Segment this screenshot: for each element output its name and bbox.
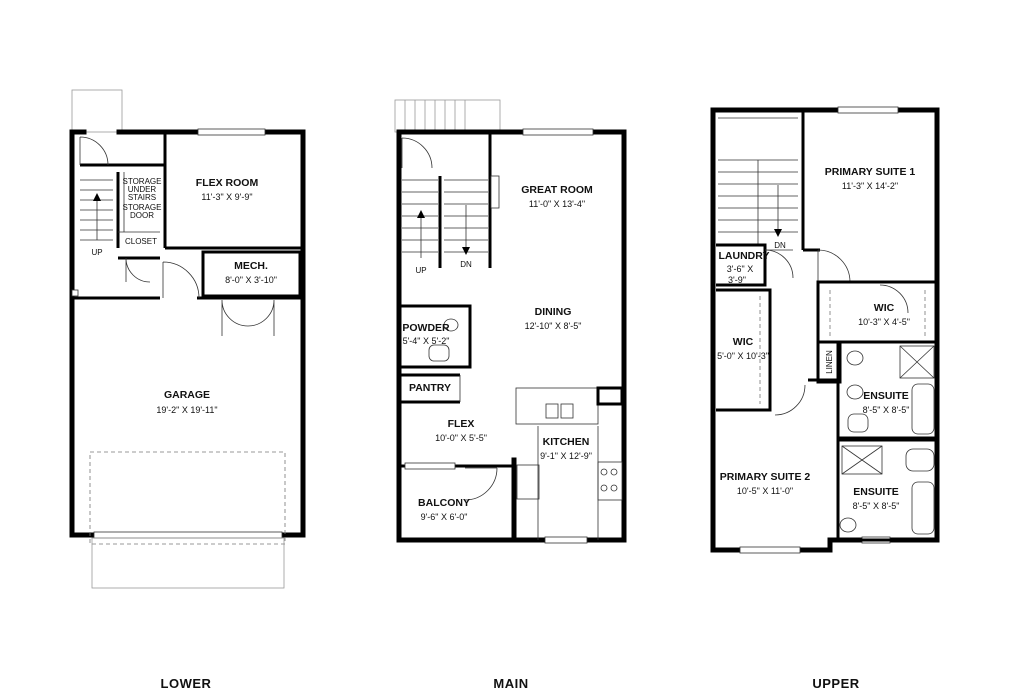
primary-suite-1-name: PRIMARY SUITE 1	[825, 166, 916, 178]
great-room-dim: 11'-0" X 13'-4"	[529, 199, 585, 209]
upper-stair-dn-label: DN	[774, 241, 786, 250]
lower-level-plan: FLEX ROOM 11'-3" X 9'-9" MECH. 8'-0" X 3…	[69, 89, 306, 691]
flex-room-dim: 11'-3" X 9'-9"	[201, 192, 252, 202]
mech-dim: 8'-0" X 3'-10"	[225, 275, 277, 285]
garage-dim: 19'-2" X 19'-11"	[156, 405, 217, 415]
laundry-name: LAUNDRY	[719, 250, 770, 262]
powder-name: POWDER	[402, 322, 450, 334]
main-stair-up-label: UP	[415, 266, 426, 275]
wic-1-name: WIC	[874, 302, 895, 314]
upper-level-title: UPPER	[812, 676, 859, 691]
main-stair-dn-label: DN	[460, 260, 472, 269]
storage-door-line2: DOOR	[130, 211, 154, 220]
storage-under-stairs-line3: STAIRS	[128, 193, 156, 202]
dining-dim: 12'-10" X 8'-5"	[525, 321, 582, 331]
wic-1-dim: 10'-3" X 4'-5"	[858, 317, 910, 327]
balcony-name: BALCONY	[418, 497, 470, 509]
kitchen-name: KITCHEN	[543, 436, 590, 448]
main-level-plan: GREAT ROOM 11'-0" X 13'-4" DINING 12'-10…	[394, 99, 627, 691]
garage-name: GARAGE	[164, 389, 210, 401]
pantry-label: PANTRY	[409, 382, 451, 394]
storage-under-stairs-line1: STORAGE	[123, 177, 162, 186]
mech-name: MECH.	[234, 260, 268, 272]
closet-label: CLOSET	[125, 237, 157, 246]
great-room-name: GREAT ROOM	[521, 184, 593, 196]
storage-door-line1: STORAGE	[123, 203, 162, 212]
powder-dim: 5'-4" X 5'-2"	[403, 336, 450, 346]
primary-suite-2-dim: 10'-5" X 11'-0"	[737, 486, 793, 496]
balcony-dim: 9'-6" X 6'-0"	[421, 512, 468, 522]
ensuite-2-dim: 8'-5" X 8'-5"	[853, 501, 900, 511]
main-level-title: MAIN	[493, 676, 528, 691]
ensuite-1-name: ENSUITE	[863, 390, 909, 402]
laundry-dim-1: 3'-6" X	[727, 264, 753, 274]
wic-2-dim: 5'-0" X 10'-3"	[717, 351, 769, 361]
primary-suite-1-dim: 11'-3" X 14'-2"	[842, 181, 898, 191]
kitchen-dim: 9'-1" X 12'-9"	[540, 451, 592, 461]
storage-under-stairs-line2: UNDER	[128, 185, 157, 194]
laundry-dim-2: 3'-9"	[728, 275, 746, 285]
lower-level-title: LOWER	[161, 676, 212, 691]
dining-name: DINING	[535, 306, 572, 318]
flex-room-name: FLEX ROOM	[196, 177, 259, 189]
flex-dim: 10'-0" X 5'-5"	[435, 433, 487, 443]
wic-2-name: WIC	[733, 336, 754, 348]
primary-suite-2-name: PRIMARY SUITE 2	[720, 471, 811, 483]
ensuite-1-dim: 8'-5" X 8'-5"	[863, 405, 910, 415]
linen-label: LINEN	[825, 350, 834, 374]
upper-level-plan: PRIMARY SUITE 1 11'-3" X 14'-2" LAUNDRY …	[710, 106, 940, 691]
flex-name: FLEX	[448, 418, 475, 430]
ensuite-2-name: ENSUITE	[853, 486, 899, 498]
lower-stair-up-label: UP	[91, 248, 102, 257]
